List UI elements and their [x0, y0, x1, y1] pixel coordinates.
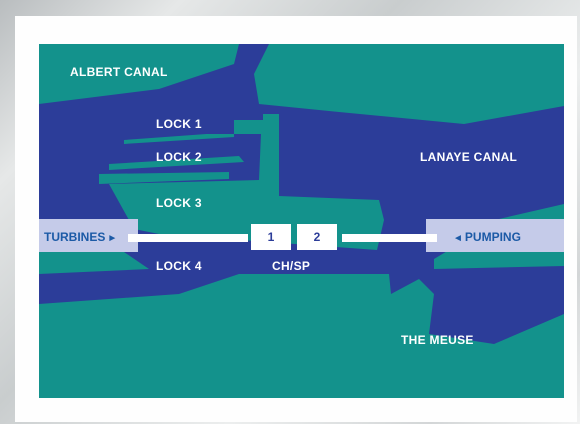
turbines-arrow-icon: ►	[107, 233, 118, 244]
albert-canal-label: ALBERT CANAL	[70, 65, 168, 79]
turbines-text: TURBINES	[44, 230, 106, 244]
turbines-label: TURBINES►	[44, 230, 117, 244]
lock-island-3	[99, 172, 229, 184]
pumping-flow-line	[342, 234, 437, 242]
lock-island-1	[124, 132, 234, 144]
lock-1-label: LOCK 1	[156, 117, 202, 131]
pumping-text: PUMPING	[464, 230, 521, 244]
land-left	[39, 249, 149, 274]
lock1-island	[204, 120, 234, 134]
unit-1-box: 1	[251, 224, 291, 250]
lock-2-label: LOCK 2	[156, 150, 202, 164]
land-upper-right	[254, 44, 564, 124]
central-land	[109, 114, 384, 250]
lock-island-2	[109, 156, 244, 170]
chsp-label: CH/SP	[272, 259, 311, 273]
the-meuse-label: THE MEUSE	[401, 333, 474, 347]
turbines-flow-line	[128, 234, 248, 242]
turbines-band	[39, 219, 138, 252]
pumping-band	[426, 219, 564, 252]
land-upper-left	[39, 44, 239, 104]
pumping-arrow-icon: ◄	[453, 233, 463, 244]
lock-3-label: LOCK 3	[156, 196, 202, 210]
unit-2-box: 2	[297, 224, 337, 250]
lanaye-canal-label: LANAYE CANAL	[420, 150, 518, 164]
land-lower	[39, 274, 564, 398]
lock-4-label: LOCK 4	[156, 259, 202, 273]
pumping-label: ◄PUMPING	[453, 230, 521, 244]
